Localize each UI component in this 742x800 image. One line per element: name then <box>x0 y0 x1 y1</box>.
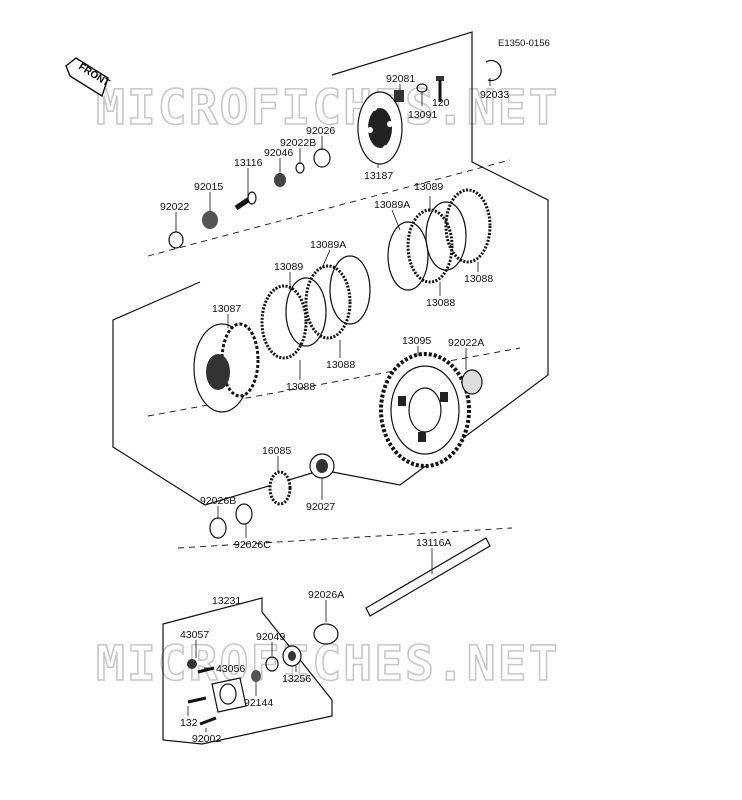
label-92026C: 92026C <box>234 539 271 551</box>
part-92027-needle-bearing <box>309 453 335 479</box>
part-16085-sleeve <box>268 470 292 506</box>
part-92026B-washer <box>209 517 227 539</box>
clutch-plate-stack-lower <box>260 255 371 360</box>
part-92026C-washer <box>235 503 253 525</box>
label-13256: 13256 <box>282 673 311 685</box>
label-92046: 92046 <box>264 147 293 159</box>
watermark-top: MICROFICHES.NET <box>96 80 559 136</box>
label-13187: 13187 <box>364 170 393 182</box>
label-13116A: 13116A <box>416 537 451 549</box>
label-13231: 13231 <box>212 595 241 607</box>
label-92002: 92002 <box>192 733 221 745</box>
label-16085: 16085 <box>262 445 291 457</box>
part-92081-spring <box>394 90 404 102</box>
part-92002-bolt <box>199 716 217 726</box>
part-92033-snap-ring <box>485 59 502 82</box>
part-92022-washer <box>168 231 184 249</box>
label-13089-top: 13089 <box>414 181 443 193</box>
part-92049-seal <box>265 656 279 672</box>
main-assembly-frame <box>112 31 549 506</box>
part-92022A-thrust-washer <box>461 369 483 395</box>
label-120: 120 <box>432 97 450 109</box>
label-92022: 92022 <box>160 201 189 213</box>
label-13088-mid: 13088 <box>426 297 455 309</box>
leader-lines <box>175 78 491 732</box>
part-92026-bushing <box>313 148 331 168</box>
label-13088-right: 13088 <box>464 273 493 285</box>
label-92027: 92027 <box>306 501 335 513</box>
part-92022B-washer <box>295 162 305 174</box>
label-92033: 92033 <box>480 89 509 101</box>
part-43056-screw <box>197 666 215 674</box>
part-13187-pressure-plate <box>357 91 403 165</box>
label-92026A: 92026A <box>308 589 344 601</box>
label-132: 132 <box>180 717 198 729</box>
part-92046-bearing <box>274 173 286 187</box>
label-13088-bottom: 13088 <box>286 381 315 393</box>
label-92015: 92015 <box>194 181 223 193</box>
part-13116-push-rod <box>234 191 257 211</box>
label-13088-lower: 13088 <box>326 359 355 371</box>
label-13089-left: 13089 <box>274 261 303 273</box>
part-13256-bearing <box>282 645 302 667</box>
label-92026: 92026 <box>306 125 335 137</box>
part-132-bolt <box>187 696 207 704</box>
watermark-bottom: MICROFICHES.NET <box>96 636 559 692</box>
label-13091: 13091 <box>408 109 437 121</box>
label-92081: 92081 <box>386 73 415 85</box>
front-arrow-icon: FRONT <box>65 57 111 98</box>
part-92144-spring <box>251 670 261 682</box>
assembly-axis-lines <box>147 159 521 549</box>
reference-code: E1350-0156 <box>498 38 550 49</box>
label-92022B: 92022B <box>280 137 316 149</box>
lower-assembly-frame <box>162 597 333 745</box>
label-13116: 13116 <box>234 157 263 169</box>
label-13087: 13087 <box>212 303 241 315</box>
label-92144: 92144 <box>244 697 273 709</box>
label-13089A-left: 13089A <box>310 239 346 251</box>
part-92026A-plate <box>313 623 339 645</box>
label-92026B: 92026B <box>200 495 236 507</box>
label-43057: 43057 <box>180 629 209 641</box>
label-92022A: 92022A <box>448 337 484 349</box>
label-43056: 43056 <box>216 663 245 675</box>
label-13095: 13095 <box>402 335 431 347</box>
label-13089A-top: 13089A <box>374 199 410 211</box>
part-labels: 92033 92081 120 13091 13187 92026 92022B… <box>160 73 509 745</box>
part-13095-clutch-housing <box>379 352 471 468</box>
part-92015-nut <box>202 211 218 229</box>
part-43057-nut <box>187 659 197 669</box>
part-13231-release-lever <box>211 677 247 713</box>
part-13116A-push-rod <box>365 537 491 617</box>
label-92049: 92049 <box>256 631 285 643</box>
part-13087-clutch-hub <box>193 322 260 413</box>
